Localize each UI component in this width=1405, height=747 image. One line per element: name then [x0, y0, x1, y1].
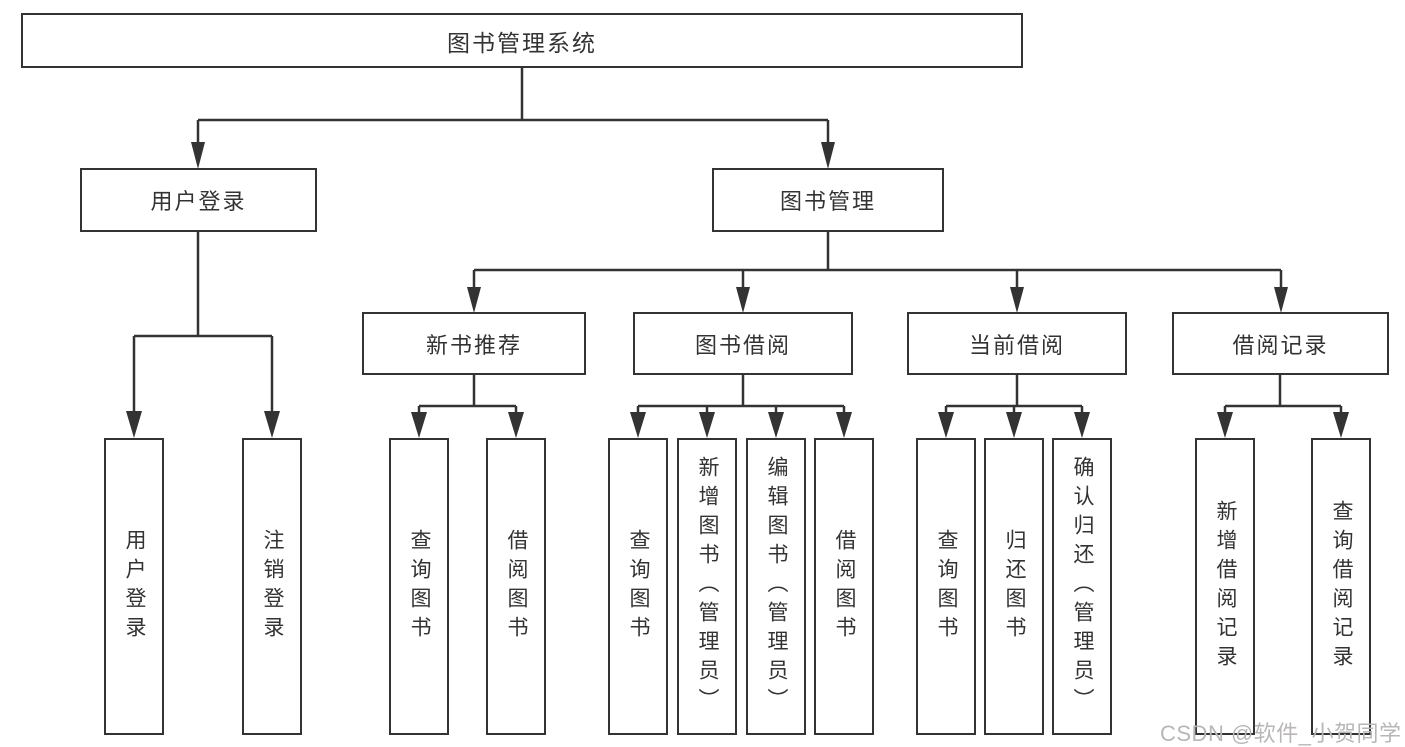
node-user-login-label: 用户登录: [150, 189, 247, 214]
leaf-recommend-borrow-book-label: 借阅图书: [505, 528, 528, 645]
leaf-current-return-book-label: 归还图书: [1003, 528, 1026, 645]
leaf-borrow-edit-book-admin-label: 编辑图书（管理员）: [765, 456, 788, 717]
node-root: 图书管理系统: [21, 13, 1023, 68]
leaf-record-query-label: 查询借阅记录: [1330, 499, 1353, 674]
leaf-record-add-label: 新增借阅记录: [1214, 499, 1237, 674]
node-book-borrow-label: 图书借阅: [694, 332, 791, 358]
leaf-current-query-book-label: 查询图书: [935, 528, 958, 645]
node-borrow-record-label: 借阅记录: [1232, 332, 1329, 358]
leaf-record-query: 查询借阅记录: [1311, 438, 1371, 735]
leaf-user-login-label: 用户登录: [123, 528, 146, 645]
leaf-recommend-query-book-label: 查询图书: [408, 528, 431, 645]
node-current-borrow: 当前借阅: [907, 312, 1127, 375]
node-book-management: 图书管理: [712, 168, 944, 232]
node-root-label: 图书管理系统: [447, 29, 597, 56]
leaf-borrow-query-book: 查询图书: [608, 438, 668, 735]
leaf-current-confirm-return-admin-label: 确认归还（管理员）: [1071, 456, 1094, 717]
leaf-borrow-borrow-book-label: 借阅图书: [833, 528, 856, 645]
node-book-management-label: 图书管理: [779, 189, 876, 214]
leaf-current-confirm-return-admin: 确认归还（管理员）: [1052, 438, 1112, 735]
leaf-borrow-query-book-label: 查询图书: [627, 528, 650, 645]
node-new-book-recommend-label: 新书推荐: [425, 332, 522, 358]
leaf-user-login: 用户登录: [104, 438, 164, 735]
leaf-logout: 注销登录: [242, 438, 302, 735]
leaf-current-query-book: 查询图书: [916, 438, 976, 735]
leaf-current-return-book: 归还图书: [984, 438, 1044, 735]
leaf-borrow-add-book-admin-label: 新增图书（管理员）: [696, 456, 719, 717]
node-user-login: 用户登录: [80, 168, 317, 232]
node-borrow-record: 借阅记录: [1172, 312, 1389, 375]
leaf-borrow-edit-book-admin: 编辑图书（管理员）: [746, 438, 806, 735]
node-current-borrow-label: 当前借阅: [968, 332, 1065, 358]
leaf-record-add: 新增借阅记录: [1195, 438, 1255, 735]
leaf-recommend-borrow-book: 借阅图书: [486, 438, 546, 735]
leaf-borrow-borrow-book: 借阅图书: [814, 438, 874, 735]
node-book-borrow: 图书借阅: [633, 312, 853, 375]
leaf-logout-label: 注销登录: [261, 528, 284, 645]
leaf-recommend-query-book: 查询图书: [389, 438, 449, 735]
csdn-watermark: CSDN @软件_小贺同学: [1160, 721, 1402, 746]
leaf-borrow-add-book-admin: 新增图书（管理员）: [677, 438, 737, 735]
node-new-book-recommend: 新书推荐: [362, 312, 586, 375]
